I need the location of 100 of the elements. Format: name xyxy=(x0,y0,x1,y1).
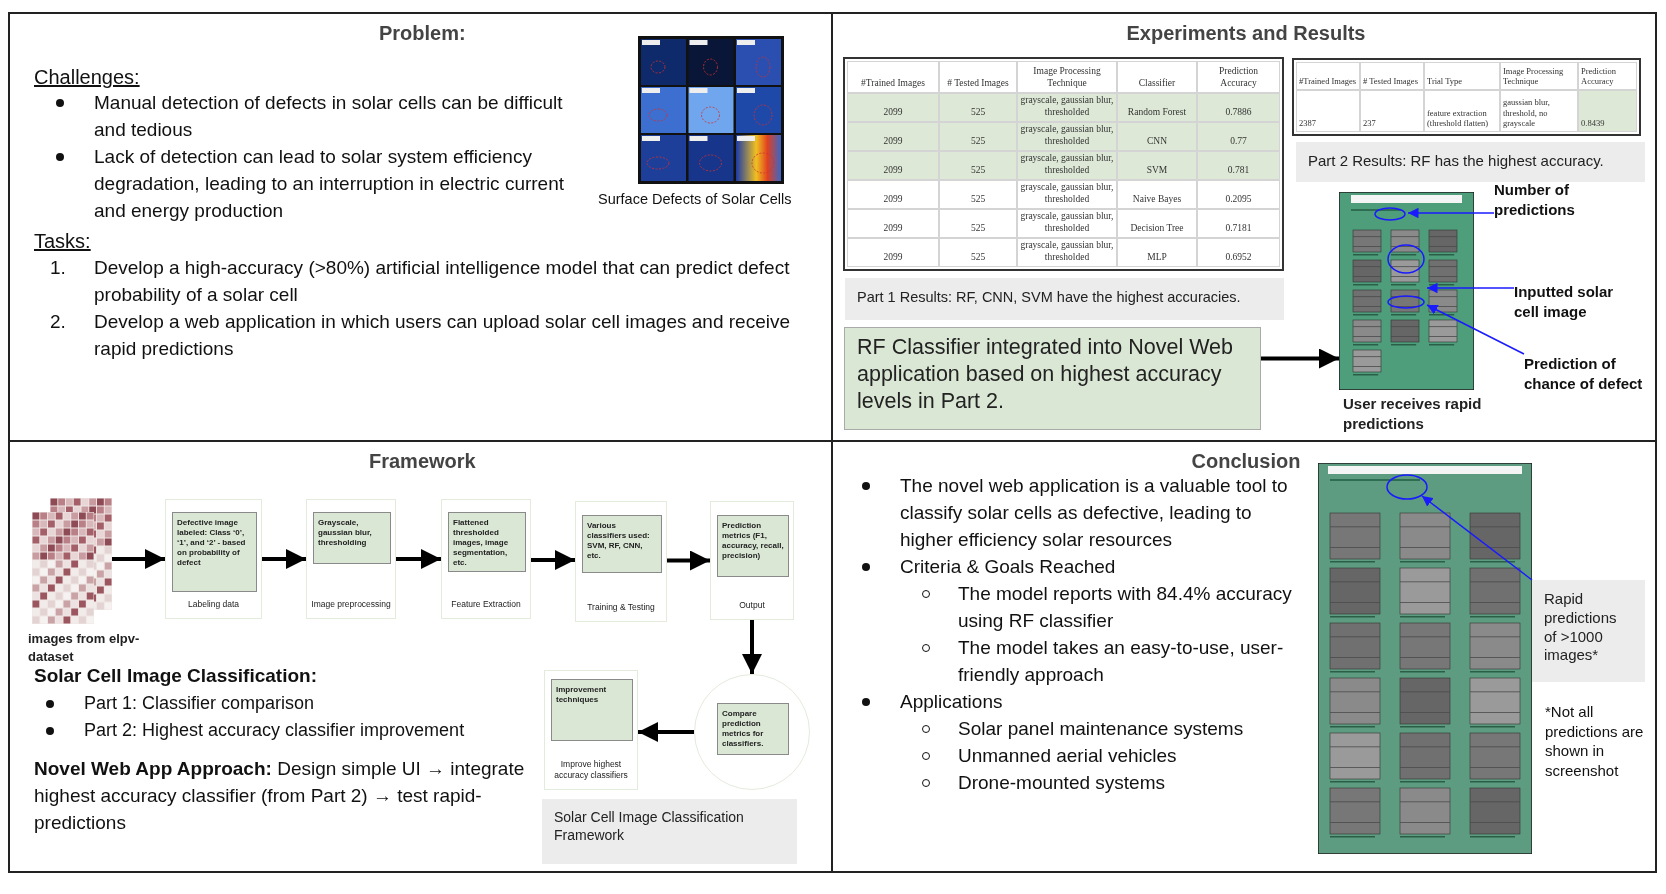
table-cell: 0.2095 xyxy=(1197,180,1280,209)
solar-cell-images-drawing xyxy=(32,498,112,624)
table-cell: 0.8439 xyxy=(1578,90,1637,132)
bullet-text: Lack of detection can lead to solar system efficiency degradation, leading to an interruption in electric current and energy production xyxy=(94,145,565,223)
step-caption: Training & Testing xyxy=(586,601,656,613)
table-cell: grayscale, gaussian blur, thresholded xyxy=(1017,122,1117,151)
table-cell: 2099 xyxy=(847,122,939,151)
list-text: Develop a high-accuracy (>80%) artificial intelligence model that can predict defect probability of a solar cell xyxy=(94,256,791,307)
section-heading: Framework xyxy=(369,450,476,473)
table-cell: SVM xyxy=(1117,151,1197,180)
step-card xyxy=(441,499,531,619)
section-heading: Problem: xyxy=(379,22,466,45)
table-cell: grayscale, gaussian blur, thresholded xyxy=(1017,209,1117,238)
table-cell: grayscale, gaussian blur, thresholded xyxy=(1017,180,1117,209)
step-card xyxy=(165,499,262,619)
bullet-text: The model reports with 84.4% accuracy using RF classifier xyxy=(958,582,1293,633)
table-header-cell: # Tested Images xyxy=(939,61,1017,93)
app-screenshot-drawing xyxy=(1318,463,1532,854)
step-caption: Image preprocessing xyxy=(310,598,392,610)
step-caption: Output xyxy=(738,599,766,611)
table-cell: 525 xyxy=(939,151,1017,180)
app-screenshot-drawing xyxy=(1339,192,1474,390)
step-caption: Feature Extraction xyxy=(450,598,522,610)
table-header-cell: Classifier xyxy=(1117,61,1197,93)
bullet-text: Drone-mounted systems xyxy=(958,771,1166,795)
bullet-text: Applications xyxy=(900,690,1004,714)
step-box: Improvement techniques xyxy=(551,679,633,741)
arrow xyxy=(1261,348,1339,369)
table-cell: Decision Tree xyxy=(1117,209,1197,238)
image-caption: Surface Defects of Solar Cells xyxy=(598,190,793,209)
table-cell: 0.781 xyxy=(1197,151,1280,180)
arrow xyxy=(667,550,710,571)
step-box: Flattened thresholded images, image segmentation, etc. xyxy=(448,512,526,572)
table-cell: 525 xyxy=(939,180,1017,209)
paragraph-text: Novel Web App Approach: Design simple UI → integrate highest accuracy classifier (from Part 2) → test rapid-predictions xyxy=(34,757,526,835)
bullet-text: Solar panel maintenance systems xyxy=(958,717,1245,741)
table-header-cell: Image Processing Technique xyxy=(1017,61,1117,93)
list-number: 2. xyxy=(50,310,66,334)
arrow xyxy=(742,620,762,674)
result-box: Part 2 Results: RF has the highest accuracy. xyxy=(1296,142,1645,182)
bullet-text: The novel web application is a valuable tool to classify solar cells as defective, leading to higher efficiency solar resources xyxy=(900,474,1289,552)
table-cell: 2387 xyxy=(1296,90,1360,132)
table-cell: Random Forest xyxy=(1117,93,1197,122)
table-cell: 0.6952 xyxy=(1197,238,1280,267)
table-cell: 2099 xyxy=(847,180,939,209)
table-cell: 525 xyxy=(939,238,1017,267)
table-cell: grayscale, gaussian blur, thresholded xyxy=(1017,151,1117,180)
arrow xyxy=(396,549,441,569)
step-box: Compare prediction metrics for classifiers. xyxy=(717,703,789,755)
table-header-cell: #Trained Images xyxy=(847,61,939,93)
bullet-text: Manual detection of defects in solar cells can be difficult and tedious xyxy=(94,91,564,142)
footnote-text: *Not all predictions are shown in screenshot xyxy=(1545,702,1645,780)
section-heading: Experiments and Results xyxy=(1126,22,1366,45)
step-card xyxy=(575,501,667,622)
table-header-cell: Trial Type xyxy=(1424,62,1500,90)
section-panel xyxy=(831,440,1657,873)
arrow xyxy=(1426,304,1525,355)
arrow xyxy=(638,722,694,742)
arrow xyxy=(531,550,575,570)
step-box: Grayscale, gaussian blur, thresholding xyxy=(313,512,391,564)
table-header-cell: Prediction Accuracy xyxy=(1578,62,1637,90)
image-caption: User receives rapid predictions xyxy=(1343,394,1483,435)
table-cell: 237 xyxy=(1360,90,1424,132)
table-cell: grayscale, gaussian blur, thresholded xyxy=(1017,93,1117,122)
section-panel xyxy=(8,440,833,873)
arrow xyxy=(1407,207,1495,219)
table-cell: MLP xyxy=(1117,238,1197,267)
bullet-text: Criteria & Goals Reached xyxy=(900,555,1117,579)
annotation-text: Prediction of chance of defect xyxy=(1524,354,1644,420)
image-caption: images from elpv-dataset xyxy=(28,630,141,666)
note-box: Rapid predictions of >1000 images* xyxy=(1532,580,1645,682)
table-cell: gaussian blur, threshold, no grayscale xyxy=(1500,90,1578,132)
arrow xyxy=(1421,495,1533,581)
table-header-cell: Prediction Accuracy xyxy=(1197,61,1280,93)
bullet-text: Part 2: Highest accuracy classifier improvement xyxy=(84,719,466,742)
subheading: Solar Cell Image Classification: xyxy=(34,664,318,688)
step-card xyxy=(544,670,638,790)
table-cell: 0.7886 xyxy=(1197,93,1280,122)
section-subheading: Tasks: xyxy=(34,229,91,254)
section-subheading: Challenges: xyxy=(34,65,140,90)
table-cell: 525 xyxy=(939,122,1017,151)
table-cell: 0.77 xyxy=(1197,122,1280,151)
table-cell: Naive Bayes xyxy=(1117,180,1197,209)
table-cell: 525 xyxy=(939,209,1017,238)
table-cell: grayscale, gaussian blur, thresholded xyxy=(1017,238,1117,267)
step-box: Various classifiers used: SVM, RF, CNN, etc. xyxy=(582,515,662,573)
caption-box: Solar Cell Image Classification Framework xyxy=(542,799,797,864)
table-header-cell: Image Processing Technique xyxy=(1500,62,1578,90)
step-card xyxy=(710,501,794,620)
bullet-text: The model takes an easy-to-use, user-friendly approach xyxy=(958,636,1285,687)
section-heading: Conclusion xyxy=(1191,450,1301,473)
arrow xyxy=(262,549,306,569)
table-cell: 525 xyxy=(939,93,1017,122)
step-box: Prediction metrics (F1, accuracy, recall, precision) xyxy=(717,515,789,577)
table-cell: 0.7181 xyxy=(1197,209,1280,238)
annotation-text: Number of predictions xyxy=(1494,180,1612,224)
table-header-cell: #Trained Images xyxy=(1296,62,1360,90)
table-cell: 2099 xyxy=(847,209,939,238)
list-number: 1. xyxy=(50,256,66,280)
annotation-text: Inputted solar cell image xyxy=(1514,282,1614,348)
